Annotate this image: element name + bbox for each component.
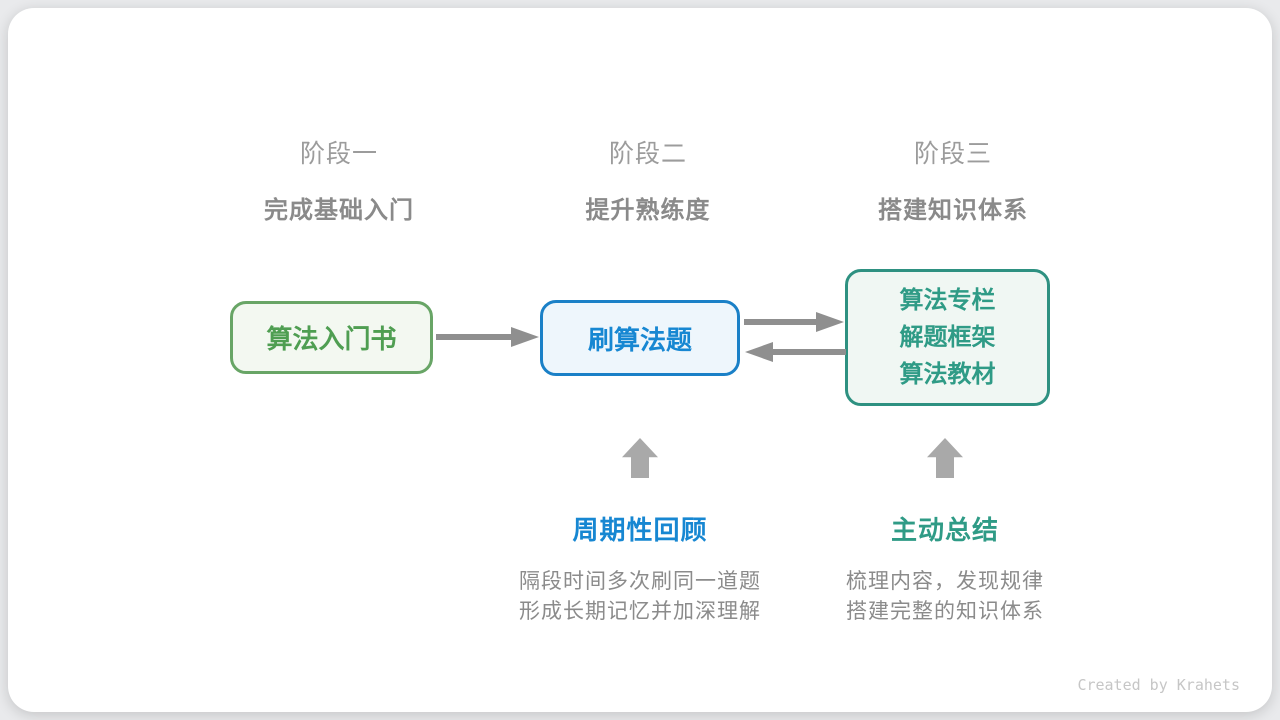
note-periodic-review: 周期性回顾 隔段时间多次刷同一道题 形成长期记忆并加深理解 bbox=[470, 510, 810, 627]
stage-1-subtitle: 完成基础入门 bbox=[264, 197, 414, 224]
note-active-summary-line-1: 梳理内容，发现规律 bbox=[846, 570, 1044, 593]
credit-text: Created by Krahets bbox=[1077, 676, 1240, 694]
note-periodic-review-body: 隔段时间多次刷同一道题 形成长期记忆并加深理解 bbox=[470, 567, 810, 627]
note-active-summary-title: 主动总结 bbox=[890, 515, 999, 545]
node-resource-textbook: 算法教材 bbox=[899, 361, 996, 388]
stage-3-label: 阶段三 bbox=[913, 140, 992, 168]
arrow-stage2-to-stage3 bbox=[744, 312, 844, 332]
node-intro-book-label: 算法入门书 bbox=[266, 324, 397, 354]
node-practice-problems-label: 刷算法题 bbox=[587, 324, 692, 355]
node-resource-column: 算法专栏 bbox=[899, 287, 996, 314]
card: 阶段一 完成基础入门 阶段二 提升熟练度 阶段三 搭建知识体系 算法入门书 刷算… bbox=[8, 8, 1272, 712]
note-active-summary-body: 梳理内容，发现规律 搭建完整的知识体系 bbox=[775, 567, 1115, 627]
node-intro-book: 算法入门书 bbox=[230, 301, 433, 374]
up-arrow-icon-review bbox=[622, 438, 658, 478]
note-periodic-review-title: 周期性回顾 bbox=[572, 515, 708, 545]
note-active-summary: 主动总结 梳理内容，发现规律 搭建完整的知识体系 bbox=[775, 510, 1115, 627]
node-knowledge-resources: 算法专栏 解题框架 算法教材 bbox=[845, 269, 1050, 406]
stage-3-subtitle: 搭建知识体系 bbox=[878, 197, 1028, 224]
arrow-stage1-to-stage2 bbox=[436, 327, 539, 347]
node-resource-framework: 解题框架 bbox=[899, 324, 996, 351]
node-practice-problems: 刷算法题 bbox=[540, 300, 740, 376]
arrow-stage3-to-stage2 bbox=[745, 342, 846, 362]
stage-1-label: 阶段一 bbox=[299, 140, 378, 168]
stage-2-label: 阶段二 bbox=[608, 140, 687, 168]
stage-header-2: 阶段二 提升熟练度 bbox=[498, 134, 798, 225]
note-periodic-review-line-1: 隔段时间多次刷同一道题 bbox=[519, 570, 761, 593]
note-active-summary-line-2: 搭建完整的知识体系 bbox=[846, 600, 1044, 623]
stage-2-subtitle: 提升熟练度 bbox=[585, 197, 711, 224]
stage-header-1: 阶段一 完成基础入门 bbox=[189, 134, 489, 225]
note-periodic-review-line-2: 形成长期记忆并加深理解 bbox=[519, 600, 761, 623]
stage-header-3: 阶段三 搭建知识体系 bbox=[803, 134, 1103, 225]
up-arrow-icon-summarize bbox=[927, 438, 963, 478]
